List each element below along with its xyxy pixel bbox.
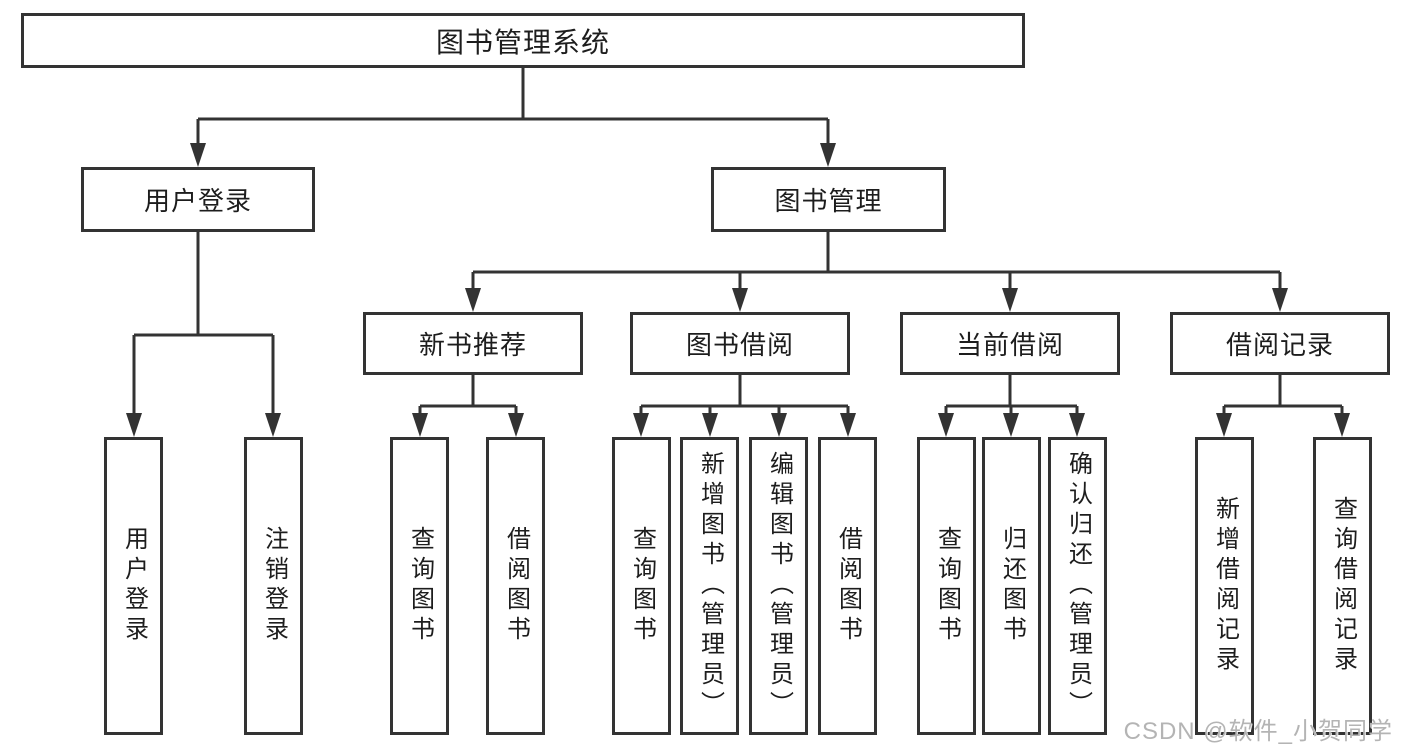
leaf-label: 查询借阅记录 — [1329, 496, 1357, 676]
leaf-confirm-return-admin: 确认归还（管理员） — [1048, 437, 1107, 735]
leaf-borrow-books-1: 借阅图书 — [486, 437, 545, 735]
leaf-query-borrow-record: 查询借阅记录 — [1313, 437, 1372, 735]
node-label: 图书借阅 — [685, 330, 794, 360]
leaf-query-books-1: 查询图书 — [390, 437, 449, 735]
node-book-mgmt-label: 图书管理 — [774, 186, 883, 216]
leaf-logout: 注销登录 — [244, 437, 303, 735]
leaf-label: 借阅图书 — [834, 526, 862, 646]
leaf-query-books-3: 查询图书 — [917, 437, 976, 735]
node-root-label: 图书管理系统 — [435, 26, 610, 58]
leaf-label: 查询图书 — [406, 526, 434, 646]
node-user-login: 用户登录 — [81, 167, 315, 232]
leaf-borrow-books-2: 借阅图书 — [818, 437, 877, 735]
node-root: 图书管理系统 — [21, 13, 1025, 68]
leaf-label: 查询图书 — [933, 526, 961, 646]
leaf-add-books-admin: 新增图书（管理员） — [680, 437, 739, 735]
node-label: 借阅记录 — [1225, 330, 1334, 360]
node-borrow-records: 借阅记录 — [1170, 312, 1390, 375]
node-label: 当前借阅 — [955, 330, 1064, 360]
node-label: 新书推荐 — [418, 330, 527, 360]
leaf-label: 新增借阅记录 — [1211, 496, 1239, 676]
leaf-label: 确认归还（管理员） — [1064, 451, 1092, 721]
leaf-user-login: 用户登录 — [104, 437, 163, 735]
node-user-login-label: 用户登录 — [143, 186, 252, 216]
leaf-return-books: 归还图书 — [982, 437, 1041, 735]
node-book-borrow: 图书借阅 — [630, 312, 850, 375]
leaf-label: 编辑图书（管理员） — [765, 451, 793, 721]
leaf-add-borrow-record: 新增借阅记录 — [1195, 437, 1254, 735]
leaf-label: 新增图书（管理员） — [696, 451, 724, 721]
leaf-label: 用户登录 — [120, 526, 148, 646]
leaf-label: 归还图书 — [998, 526, 1026, 646]
leaf-label: 查询图书 — [628, 526, 656, 646]
node-book-mgmt: 图书管理 — [711, 167, 946, 232]
leaf-edit-books-admin: 编辑图书（管理员） — [749, 437, 808, 735]
node-new-book-recommend: 新书推荐 — [363, 312, 583, 375]
leaf-query-books-2: 查询图书 — [612, 437, 671, 735]
leaf-label: 注销登录 — [260, 526, 288, 646]
node-current-borrow: 当前借阅 — [900, 312, 1120, 375]
leaf-label: 借阅图书 — [502, 526, 530, 646]
